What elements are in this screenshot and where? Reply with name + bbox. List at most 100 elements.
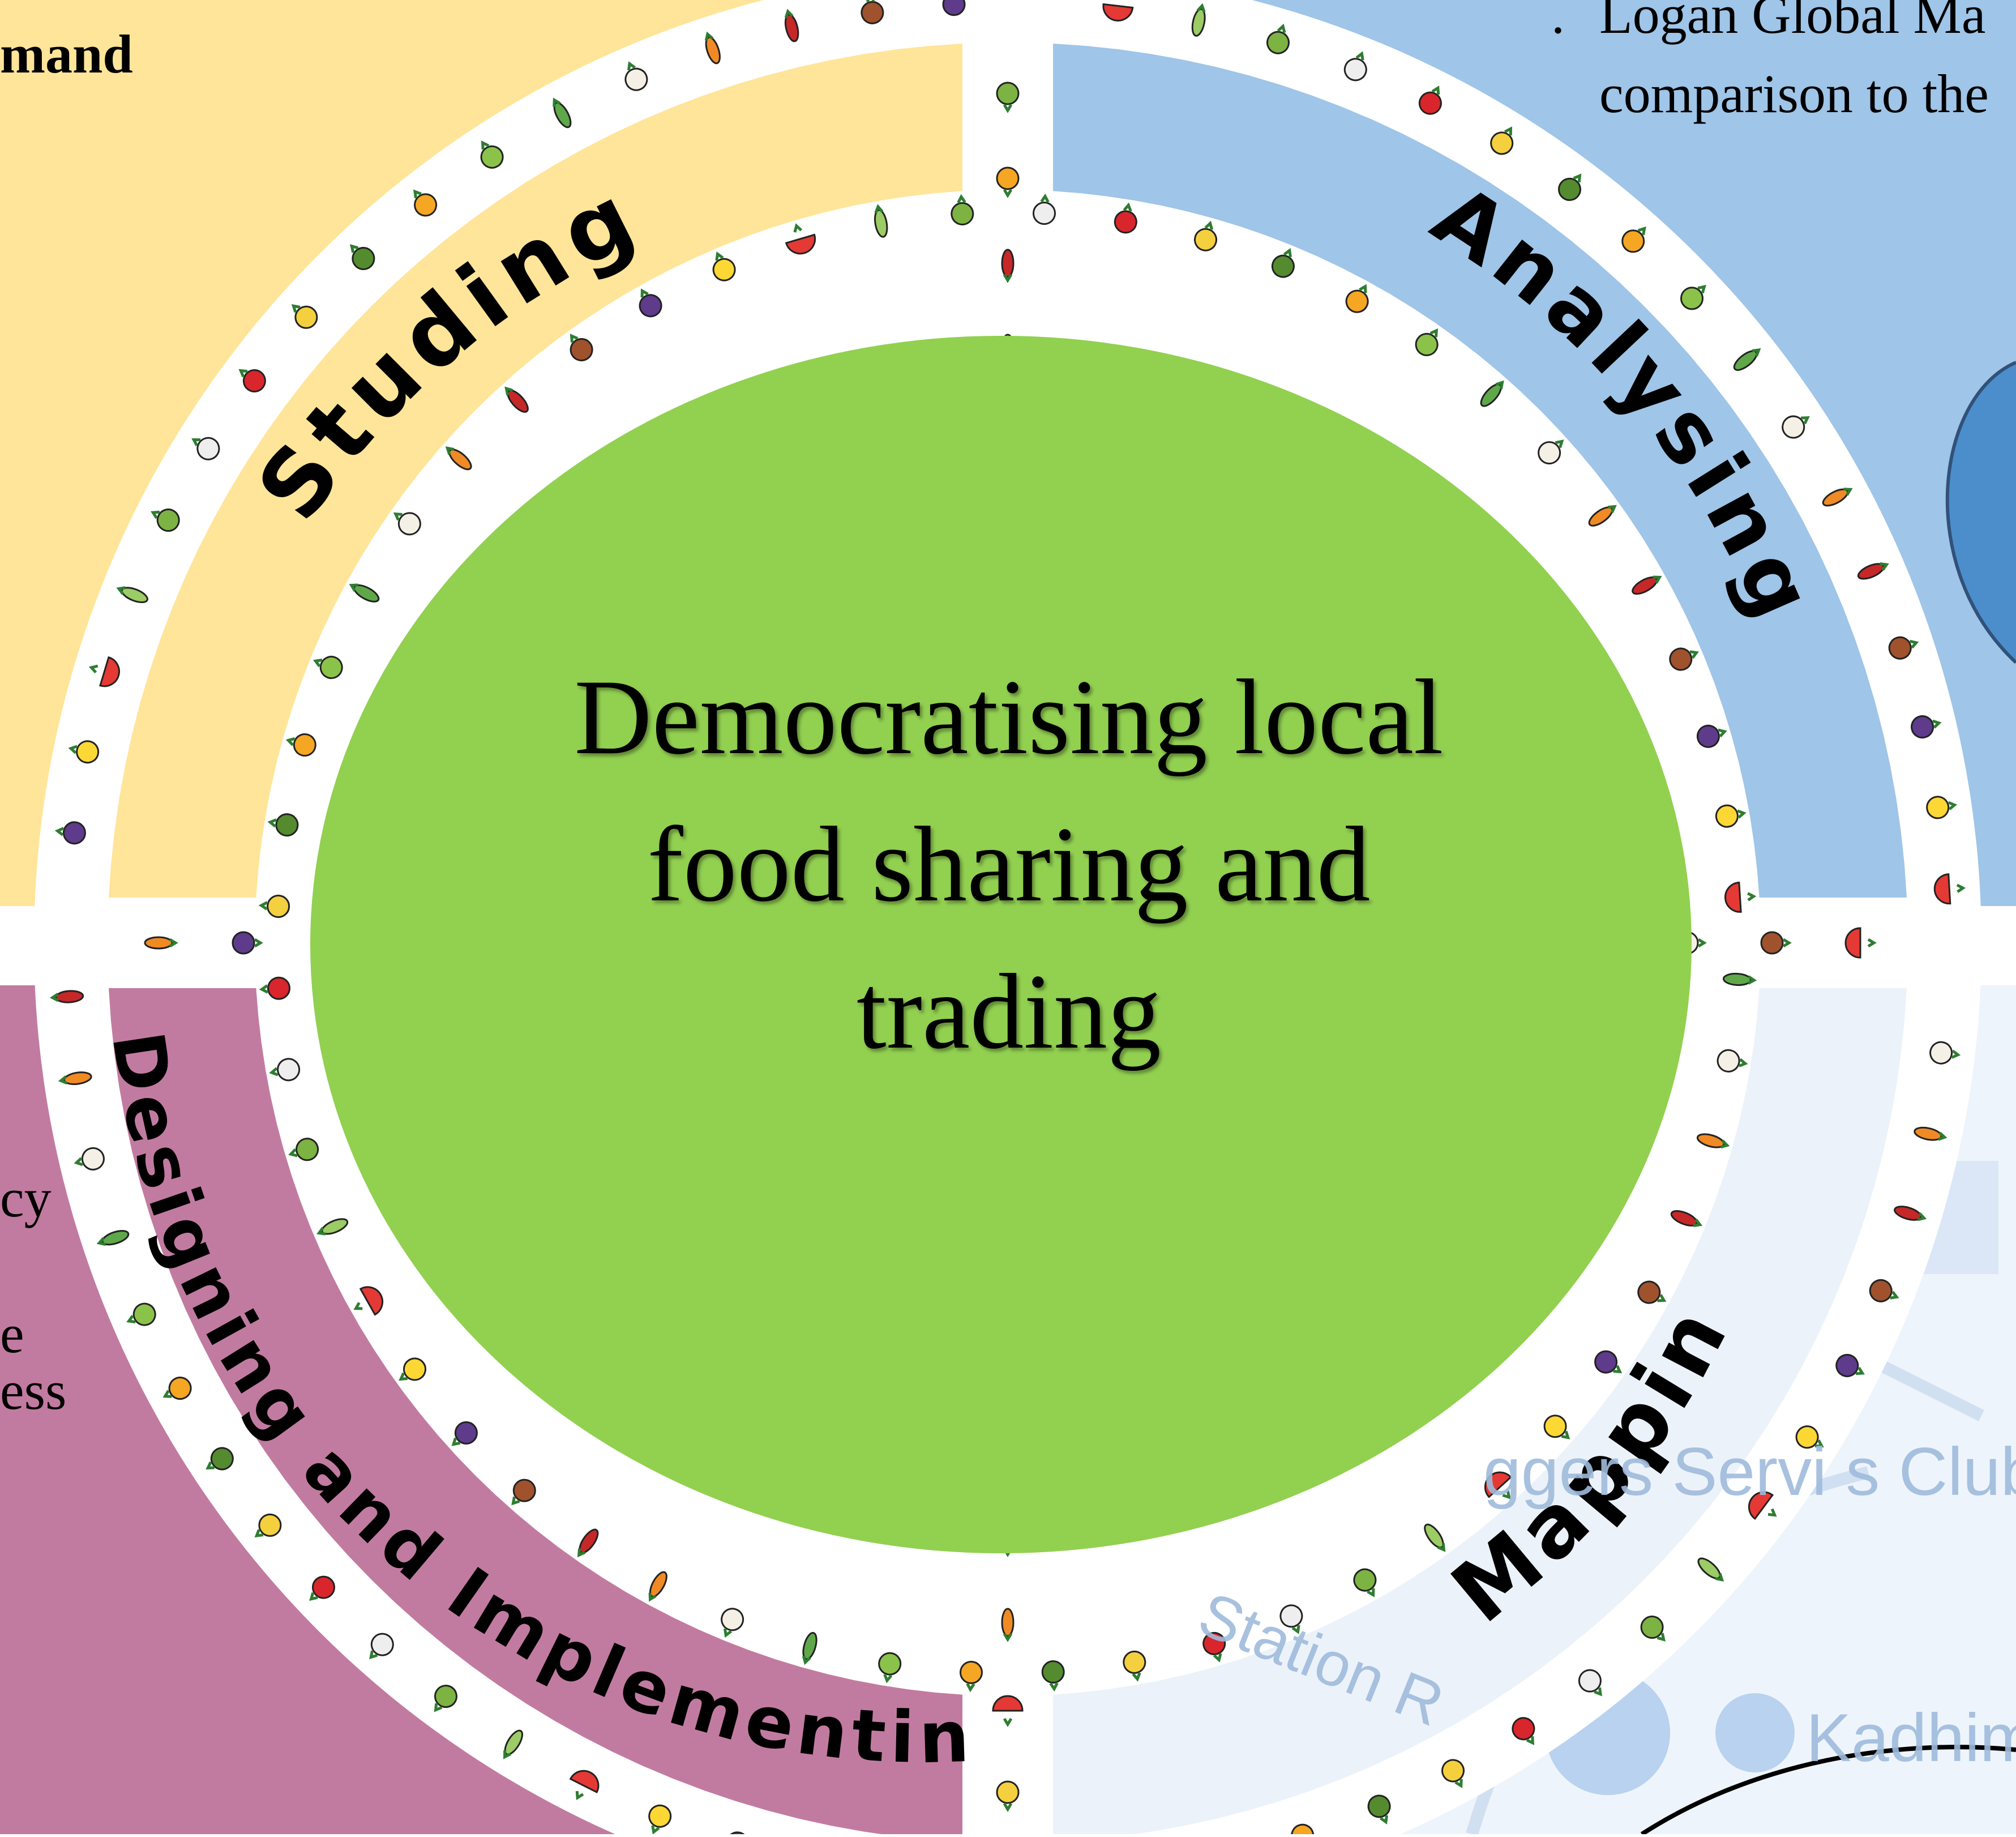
- pepper-icon: [648, 1804, 672, 1835]
- map-label-club: ggers Servi s Club: [1483, 1434, 2016, 1510]
- watermelon-icon: [1844, 927, 1877, 959]
- avocado-icon: [126, 1302, 156, 1326]
- watermelon-icon: [1933, 873, 1966, 905]
- mushroom-icon: [624, 61, 648, 91]
- chili-icon: [1857, 562, 1889, 580]
- quadrant-sectors: [109, 44, 1907, 1837]
- eggplant-icon: [1696, 724, 1727, 748]
- potato-icon: [1888, 636, 1919, 660]
- analysing-sector: [1053, 44, 1907, 898]
- center-title-line-2: food sharing and: [648, 805, 1371, 924]
- broccoli-icon: [1271, 247, 1295, 278]
- avocado-icon: [313, 656, 343, 680]
- spring-onion-icon: [116, 586, 148, 604]
- pumpkin-icon: [996, 166, 1020, 198]
- bottom-right-curve: [1640, 1745, 2016, 1836]
- mushroom-icon: [393, 512, 421, 536]
- garlic-icon: [1033, 193, 1056, 225]
- broccoli-icon: [1558, 173, 1582, 201]
- eggplant-icon: [232, 931, 263, 955]
- pumpkin-icon: [1621, 226, 1646, 253]
- pepper-icon: [399, 1357, 426, 1381]
- corn-icon: [258, 895, 290, 918]
- garlic-icon: [369, 1633, 394, 1660]
- broccoli-icon: [1367, 1795, 1391, 1825]
- center-title-line-1: Democratising local: [574, 658, 1443, 777]
- potato-icon: [1669, 647, 1699, 671]
- lettuce-icon: [996, 82, 1020, 113]
- corn-icon: [996, 1780, 1020, 1812]
- left-text-fragment-1: cy: [0, 1168, 52, 1228]
- avocado-icon: [480, 140, 504, 169]
- eggplant-icon: [726, 1831, 749, 1837]
- corn-icon: [1490, 126, 1514, 155]
- food-icon-rings: [49, 0, 1966, 1837]
- carrot-icon: [1696, 1133, 1730, 1149]
- potato-icon: [1760, 931, 1792, 955]
- chili-icon: [1894, 1206, 1927, 1221]
- watermelon-icon: [1484, 1471, 1512, 1499]
- chili-icon: [784, 8, 799, 42]
- spring-onion-icon: [503, 1729, 524, 1759]
- eggplant-icon: [639, 288, 662, 318]
- lettuce-icon: [288, 1138, 319, 1161]
- studing-sector: [109, 44, 962, 898]
- carrot-icon: [704, 31, 721, 65]
- carrot-icon: [1914, 1126, 1947, 1141]
- carrot-icon: [58, 1071, 92, 1086]
- carrot-icon: [144, 936, 178, 950]
- watermelon-icon: [1102, 3, 1134, 22]
- eggplant-icon: [1835, 1353, 1865, 1377]
- pea-pod-icon: [349, 583, 380, 603]
- garlic-icon: [1279, 1604, 1303, 1634]
- pumpkin-icon: [413, 189, 438, 217]
- lettuce-icon: [151, 509, 180, 532]
- watermelon-icon: [1748, 1491, 1777, 1520]
- chili-icon: [1001, 249, 1015, 283]
- right-edge-circle: [1945, 361, 2016, 664]
- top-left-text-fragment: mand: [0, 24, 133, 84]
- spring-onion-icon: [316, 1218, 349, 1236]
- spring-onion-icon: [874, 204, 888, 238]
- broccoli-icon: [206, 1447, 234, 1471]
- lettuce-icon: [1266, 23, 1290, 54]
- designing-sector: [109, 988, 962, 1837]
- lettuce-icon: [1640, 1616, 1666, 1642]
- chili-icon: [1632, 575, 1662, 595]
- potato-icon: [570, 334, 593, 361]
- corn-icon: [254, 1513, 282, 1538]
- chili-icon: [49, 990, 84, 1003]
- garlic-icon: [1578, 1669, 1603, 1697]
- carrot-icon: [445, 446, 472, 471]
- lettuce-icon: [1353, 1568, 1377, 1597]
- pepper-icon: [1543, 1415, 1570, 1439]
- spring-onion-icon: [1424, 1523, 1446, 1552]
- mushroom-icon: [1717, 1049, 1748, 1073]
- pumpkin-icon: [1345, 284, 1369, 313]
- tomato-icon: [1512, 1717, 1535, 1745]
- potato-icon: [1869, 1279, 1899, 1302]
- center-title: Democratising local food sharing and tra…: [574, 658, 1443, 1071]
- watermelon-icon: [88, 656, 120, 687]
- garlic-icon: [269, 1058, 301, 1082]
- lettuce-icon: [951, 194, 974, 225]
- eggplant-icon: [451, 1421, 478, 1446]
- watermelon-icon: [353, 1286, 384, 1316]
- map-label-shop: Kadhim: [1806, 1700, 2016, 1776]
- corn-icon: [291, 304, 318, 329]
- center-title-line-3: trading: [857, 952, 1161, 1071]
- mushroom-icon: [1782, 415, 1810, 439]
- chili-icon: [1670, 1210, 1703, 1227]
- pea-pod-icon: [1733, 348, 1761, 371]
- eggplant-icon: [1594, 1350, 1623, 1374]
- pepper-icon: [68, 740, 100, 764]
- avocado-icon: [1680, 284, 1706, 310]
- pepper-icon: [1795, 1425, 1824, 1449]
- center-circle: [310, 336, 1692, 1553]
- eggplant-icon: [942, 0, 966, 16]
- lettuce-icon: [434, 1685, 457, 1712]
- watermelon-icon: [569, 1770, 600, 1800]
- tomato-icon: [1418, 86, 1442, 115]
- corn-icon: [1441, 1759, 1465, 1788]
